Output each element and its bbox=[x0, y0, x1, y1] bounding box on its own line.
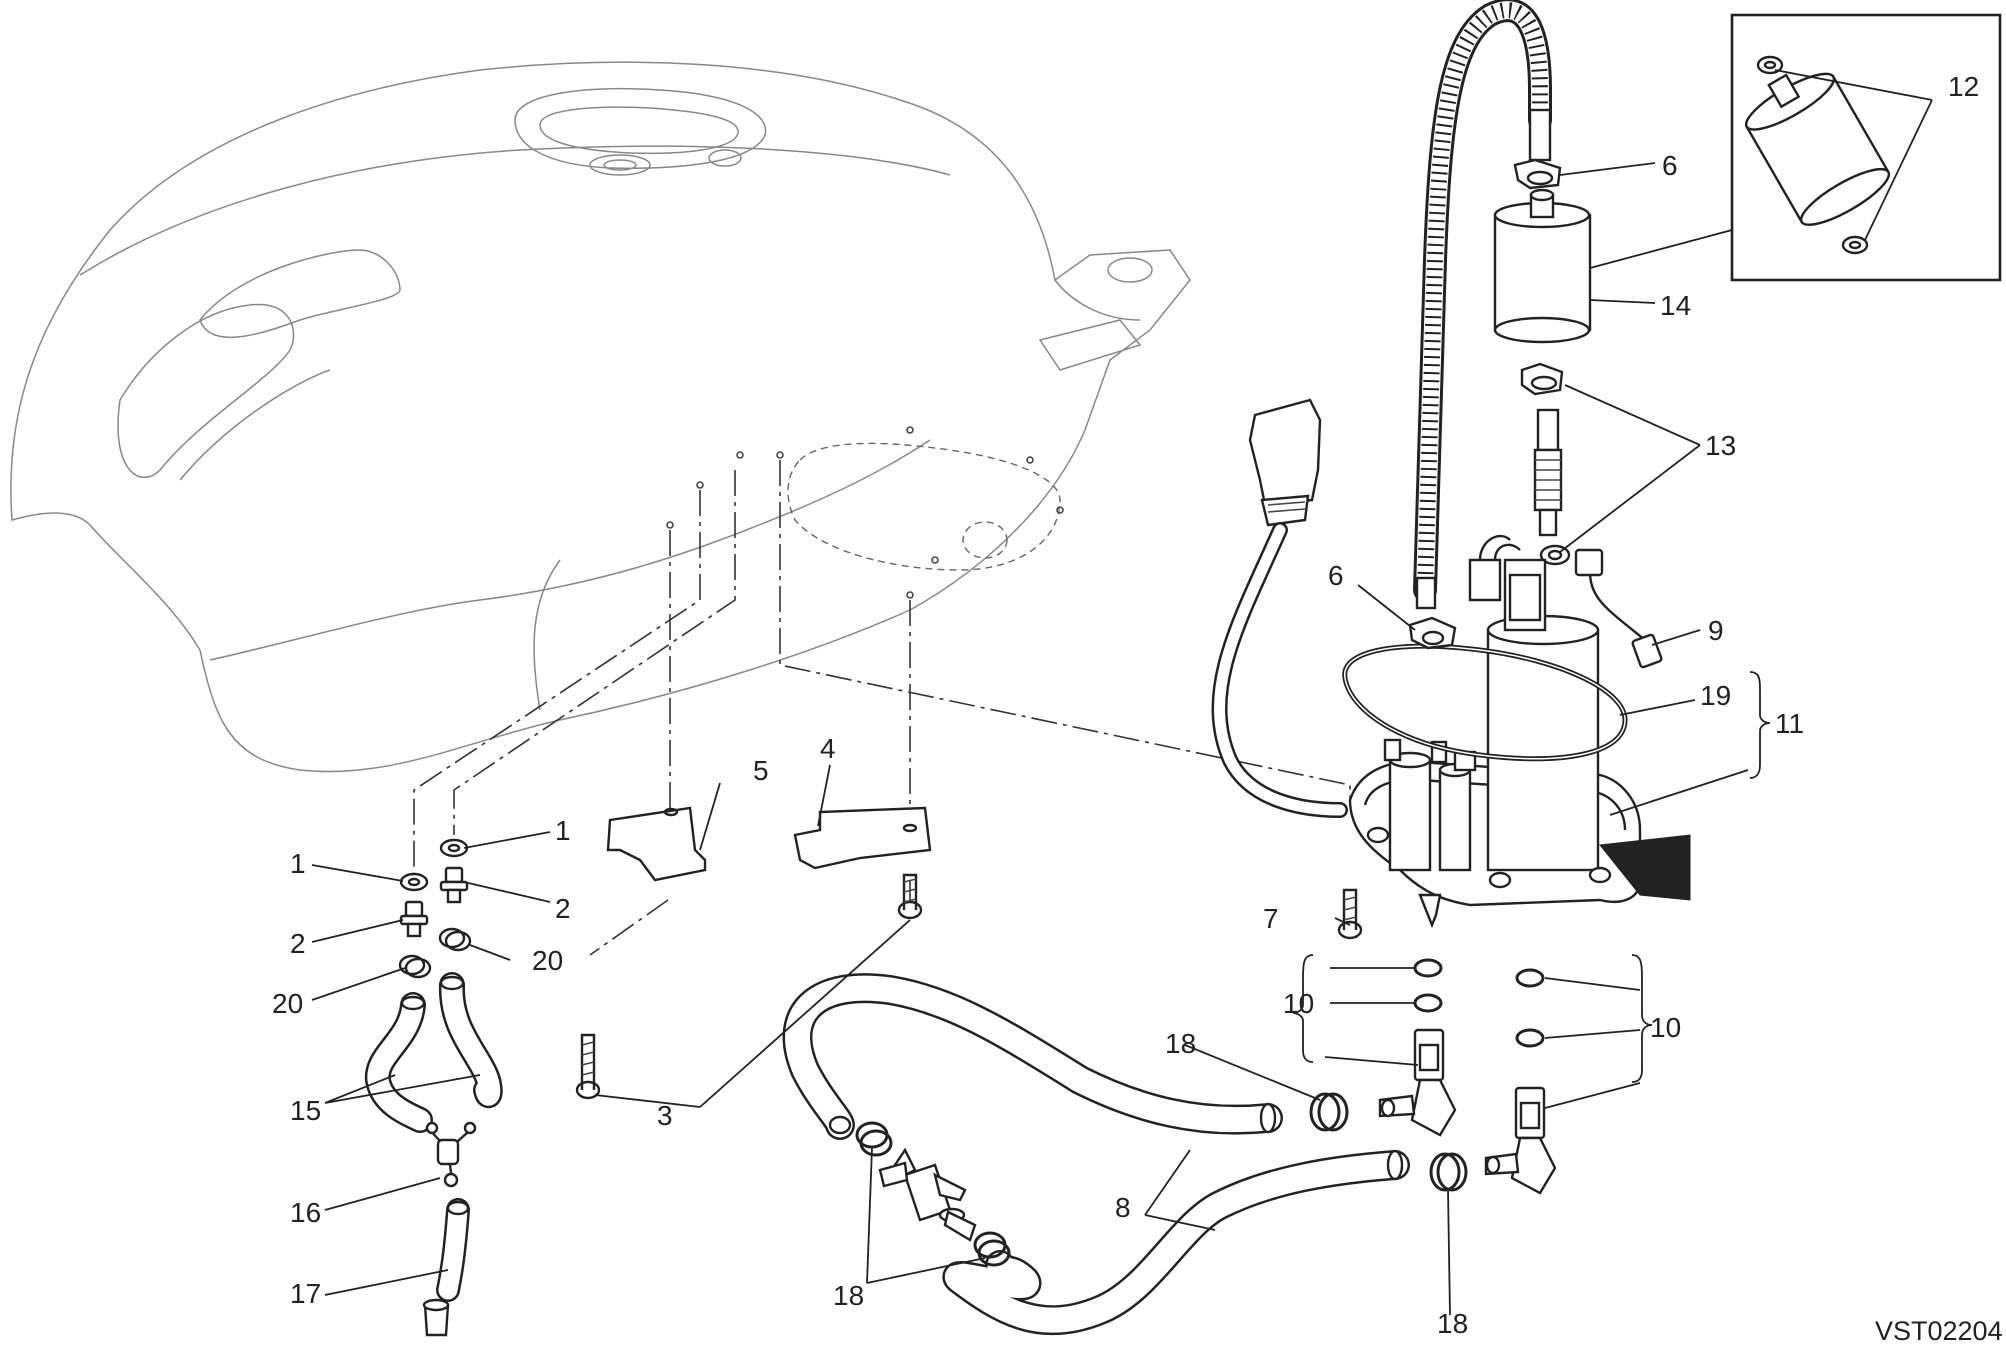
clamp-13-upper bbox=[1520, 362, 1564, 396]
callout-16: 16 bbox=[290, 1197, 321, 1228]
assembly-lines bbox=[413, 460, 1351, 956]
pump-body-11 bbox=[1348, 534, 1691, 929]
washer-1-left bbox=[399, 872, 429, 892]
callout-12: 12 bbox=[1948, 71, 1979, 102]
y-fitting-16 bbox=[425, 1121, 477, 1188]
callout-labels: 12 6 14 13 6 9 19 11 7 10 10 18 8 18 18 … bbox=[272, 71, 2003, 1346]
clamp-18-a bbox=[1309, 1092, 1349, 1132]
clamp-6-lower bbox=[1408, 616, 1457, 650]
callout-11: 11 bbox=[1775, 708, 1804, 739]
callout-18-right: 18 bbox=[1437, 1308, 1468, 1339]
callout-13: 13 bbox=[1705, 430, 1736, 461]
quick-connector-left bbox=[1378, 1028, 1457, 1137]
inset-detail-box bbox=[1730, 13, 2002, 282]
fuel-pump-assembly bbox=[1211, 0, 1691, 940]
callout-5: 5 bbox=[753, 755, 769, 786]
hose-15 bbox=[364, 972, 503, 1133]
callout-14: 14 bbox=[1660, 290, 1691, 321]
callout-6-top: 6 bbox=[1662, 150, 1678, 181]
callout-8: 8 bbox=[1115, 1192, 1131, 1223]
fuel-tank bbox=[10, 61, 1191, 773]
callout-2-right: 2 bbox=[555, 893, 571, 924]
t-fitting bbox=[878, 1147, 977, 1242]
clamp-18-c bbox=[855, 1121, 893, 1157]
callout-18-top: 18 bbox=[1165, 1028, 1196, 1059]
fitting-2-left bbox=[399, 900, 429, 938]
screw-3-right bbox=[897, 873, 923, 920]
hose-13 bbox=[1533, 408, 1563, 537]
washer-1-right bbox=[439, 838, 469, 858]
vent-hose-group bbox=[364, 838, 503, 1337]
callout-10-right: 10 bbox=[1650, 1012, 1681, 1043]
o-rings-10-left bbox=[1413, 958, 1443, 1013]
leader-lines bbox=[311, 69, 1933, 1316]
callout-9: 9 bbox=[1708, 615, 1724, 646]
inset-clamp-bottom bbox=[1841, 235, 1869, 255]
callout-20-left: 20 bbox=[272, 988, 303, 1019]
clamp-18-b bbox=[1429, 1152, 1468, 1192]
level-sensor-9 bbox=[1574, 548, 1663, 669]
callout-1-left: 1 bbox=[290, 848, 306, 879]
callout-10-left: 10 bbox=[1283, 988, 1314, 1019]
gasket-19 bbox=[1342, 643, 1628, 762]
clamp-20-right bbox=[438, 927, 472, 952]
callout-19: 19 bbox=[1700, 680, 1731, 711]
callout-2-left: 2 bbox=[290, 928, 306, 959]
screw-3-left bbox=[575, 1033, 601, 1100]
hose-17 bbox=[422, 1198, 470, 1337]
clamp-18-d bbox=[973, 1231, 1011, 1267]
fitting-2-right bbox=[439, 866, 469, 904]
quick-connector-right bbox=[1484, 1086, 1557, 1195]
callout-7: 7 bbox=[1263, 903, 1279, 934]
callout-3: 3 bbox=[657, 1100, 673, 1131]
bracket-5 bbox=[606, 806, 707, 882]
fuel-filter-14 bbox=[1493, 188, 1592, 344]
callout-17: 17 bbox=[290, 1278, 321, 1309]
bracket-4 bbox=[793, 806, 932, 870]
callout-20-right: 20 bbox=[532, 945, 563, 976]
screw-7 bbox=[1337, 888, 1363, 940]
inset-clamp-top bbox=[1756, 55, 1784, 75]
callout-4: 4 bbox=[820, 733, 836, 764]
callout-15: 15 bbox=[290, 1095, 321, 1126]
o-rings-10-right bbox=[1515, 968, 1545, 1048]
callout-6-lower: 6 bbox=[1328, 560, 1344, 591]
callout-1-right: 1 bbox=[555, 815, 571, 846]
diagram-code: VST02204 bbox=[1875, 1316, 2003, 1346]
clamp-6-top bbox=[1513, 158, 1562, 190]
wiring-harness-connector bbox=[1211, 398, 1348, 818]
callout-18-left: 18 bbox=[833, 1280, 864, 1311]
clamp-20-left bbox=[398, 954, 432, 979]
fuel-hoses-8 bbox=[782, 973, 1410, 1336]
